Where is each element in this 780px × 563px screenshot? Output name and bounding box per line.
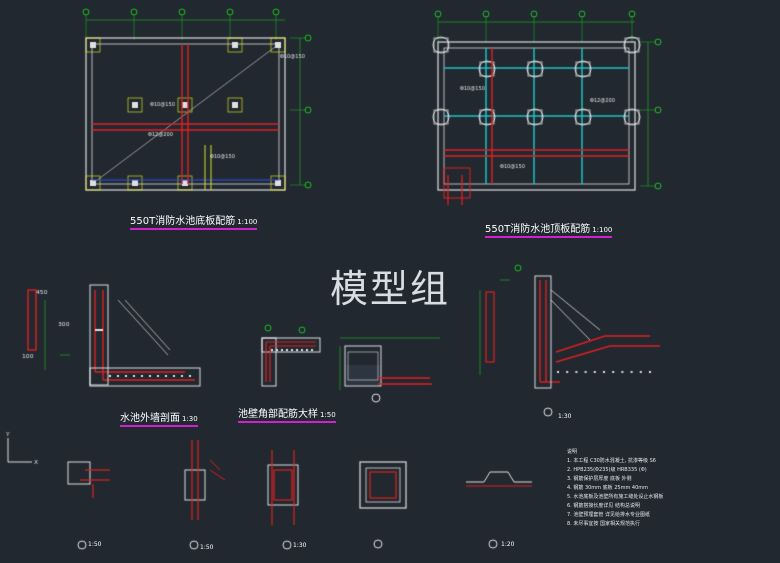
section-1-label: 1:30 [558,413,572,420]
top-plan-scale: 1:100 [592,226,613,234]
notes-line: 5. 水池底板及池壁所有施工缝处设止水钢板 [567,494,664,500]
title-underline [130,228,258,230]
general-notes: 说明 1. 本工程 C30防水混凝土, 抗渗等级 S6 2. HPB235(Φ2… [567,448,772,529]
bottom-plan-scale: 1:100 [237,218,258,226]
top-plan-title-text: 550T消防水池顶板配筋 [485,224,591,235]
notes-line: 1. 本工程 C30防水混凝土, 抗渗等级 S6 [567,458,656,464]
notes-line: 7. 池壁预埋套管 详见给排水专业图纸 [567,512,650,518]
corner-detail-title-text: 池壁角部配筋大样 [238,409,318,420]
corner-detail-scale: 1:50 [320,411,336,419]
notes-line: 8. 未尽事宜按 国家相关规范执行 [567,521,640,527]
notes-line: 3. 钢筋保护层厚度 底板 外侧 [567,476,632,482]
section-4-label: 1:30 [293,542,307,549]
section-6-label: 1:20 [501,541,515,548]
notes-line: 6. 钢筋搭接长度详见 结构总说明 [567,503,640,509]
title-underline [485,236,613,238]
notes-heading: 说明 [567,449,578,455]
wall-section-title-text: 水池外墙剖面 [120,413,180,424]
title-underline [238,421,336,423]
notes-line: 2. HPB235(Φ235)级 HRB335 (Φ) [567,467,647,473]
bottom-plan-title-text: 550T消防水池底板配筋 [130,216,236,227]
section-3-label: 1:50 [200,544,214,551]
title-underline [120,425,198,427]
section-2-label: 1:50 [88,541,102,548]
wall-section-scale: 1:30 [182,415,198,423]
watermark-text: 模型组 [330,267,451,311]
notes-line: 4. 钢筋 30mm 底板 25mm 40mm [567,485,649,491]
